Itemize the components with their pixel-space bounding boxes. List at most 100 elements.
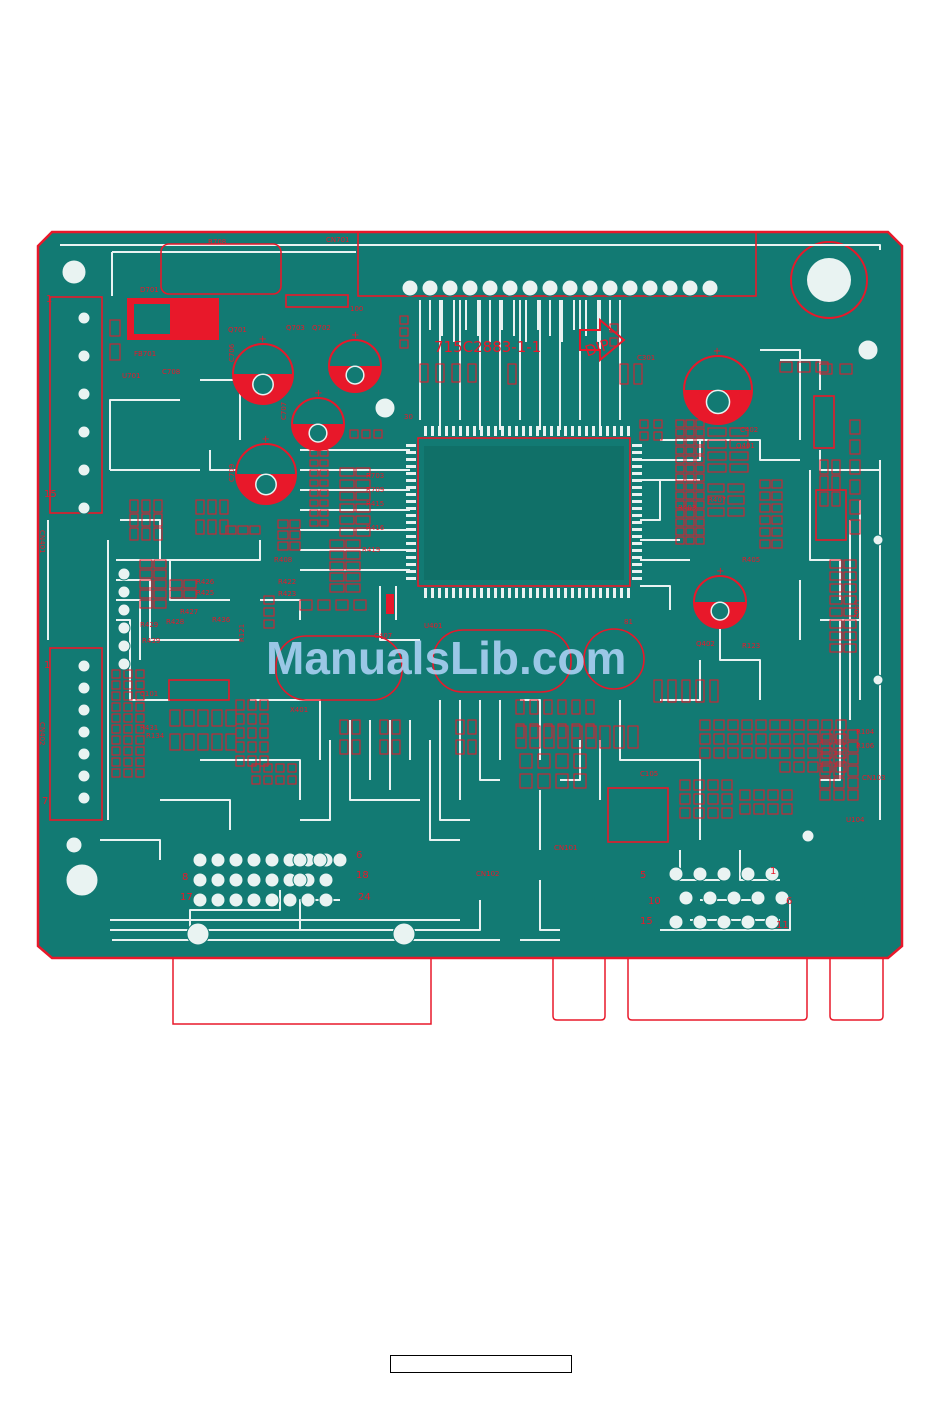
- smd-pad: [135, 746, 145, 756]
- smd-pad: [339, 503, 355, 513]
- crystal-outline: [275, 635, 403, 701]
- smd-pad: [263, 607, 275, 617]
- smd-pad: [329, 572, 345, 582]
- label-c407: C407: [374, 632, 392, 640]
- chip-pin-left: [406, 500, 416, 503]
- dvi-mount-hole: [392, 922, 416, 946]
- chip-pin-top: [564, 426, 567, 436]
- smd-pad: [263, 775, 273, 785]
- label-q402: Q402: [696, 640, 715, 648]
- smd-pad: [679, 793, 691, 805]
- dvi-connector-body: [172, 957, 432, 1025]
- smd-pad: [707, 439, 727, 449]
- vga-pin-row2: [750, 890, 766, 906]
- smd-pad: [355, 491, 371, 501]
- vga-shell: [627, 958, 808, 1021]
- chip-pin-left: [406, 458, 416, 461]
- smd-pad: [319, 519, 329, 527]
- smd-pad: [771, 515, 783, 525]
- smd-pad: [169, 579, 183, 589]
- vga-post-right: [829, 958, 884, 1021]
- mount-hole-small: [65, 836, 83, 854]
- smd-pad: [675, 437, 685, 446]
- capacitor-pad: [345, 365, 365, 385]
- chip-pin-top: [627, 426, 630, 436]
- vga-pin-row2: [774, 890, 790, 906]
- smd-pad: [695, 464, 705, 473]
- label-cn401: CN401: [38, 530, 46, 554]
- smd-pad: [109, 343, 121, 361]
- vga-pin-row1: [764, 866, 780, 882]
- smd-pad: [699, 733, 711, 745]
- smd-pad: [259, 713, 269, 725]
- chip-pin-bottom: [585, 588, 588, 598]
- side-pin: [117, 567, 131, 581]
- dvi-pin: [210, 872, 226, 888]
- smd-pad: [519, 773, 533, 789]
- smd-pad: [247, 727, 257, 739]
- cn701-pin: [441, 279, 459, 297]
- smd-pad: [235, 755, 245, 767]
- smd-pad: [123, 691, 133, 701]
- smd-pad: [259, 727, 269, 739]
- smd-pad: [399, 327, 409, 337]
- cn701-pin: [641, 279, 659, 297]
- smd-pad: [675, 527, 685, 536]
- label-r431: R431: [140, 724, 158, 732]
- vga-pin-row1: [692, 866, 708, 882]
- smd-pad: [613, 725, 625, 749]
- chip-pin-bottom: [452, 588, 455, 598]
- d701-arrow: [170, 306, 186, 332]
- qfp-chip-outline: [417, 437, 631, 587]
- smd-pad: [819, 475, 829, 491]
- smd-pad: [207, 499, 217, 515]
- via: [872, 674, 884, 686]
- smd-pad: [235, 699, 245, 711]
- smd-pad: [319, 469, 329, 477]
- smd-pad: [111, 669, 121, 679]
- chip-pin-left: [406, 514, 416, 517]
- smd-pad: [685, 536, 695, 545]
- dvi-pin-18: 18: [356, 870, 369, 881]
- chip-pin-left: [406, 472, 416, 475]
- cn701-pin: [681, 279, 699, 297]
- smd-pad: [263, 595, 275, 605]
- smd-pad: [619, 363, 629, 385]
- dvi-pin: [292, 852, 308, 868]
- smd-pad: [707, 507, 725, 517]
- smd-pad: [779, 733, 791, 745]
- smd-pad: [685, 464, 695, 473]
- smd-pad: [251, 763, 261, 773]
- chip-pin-bottom: [515, 588, 518, 598]
- trace-segment: [660, 900, 791, 931]
- chip-pin-top: [536, 426, 539, 436]
- chip-corner-mark: [386, 594, 394, 614]
- smd-pad: [111, 713, 121, 723]
- smd-pad: [695, 419, 705, 428]
- smd-pad: [515, 725, 527, 749]
- smd-pad: [345, 583, 361, 593]
- chip-pin-bottom: [459, 588, 462, 598]
- smd-pad: [835, 733, 847, 745]
- chip-pin-right: [632, 500, 642, 503]
- smd-pad: [685, 437, 695, 446]
- label-u402: U402: [852, 600, 860, 618]
- smd-pad: [585, 699, 595, 715]
- chip-pin-bottom: [550, 588, 553, 598]
- smd-pad: [109, 319, 121, 337]
- vga-pin-row1: [716, 866, 732, 882]
- smd-pad: [309, 499, 319, 507]
- smd-pad: [207, 519, 217, 535]
- smd-pad: [695, 509, 705, 518]
- mount-hole-top-left: [61, 259, 87, 285]
- smd-pad: [729, 427, 749, 437]
- trace-segment: [479, 700, 500, 781]
- chip-pin-bottom: [592, 588, 595, 598]
- chip-pin-left: [406, 542, 416, 545]
- smd-pad: [685, 509, 695, 518]
- smd-pad: [843, 559, 857, 569]
- side-pin: [117, 639, 131, 653]
- smd-pad: [123, 768, 133, 778]
- smd-pad: [557, 725, 569, 749]
- silkscreen-text: 715C2883-1-1 DIP 15 1 1 7 6 18 17 24 8 5…: [38, 236, 886, 931]
